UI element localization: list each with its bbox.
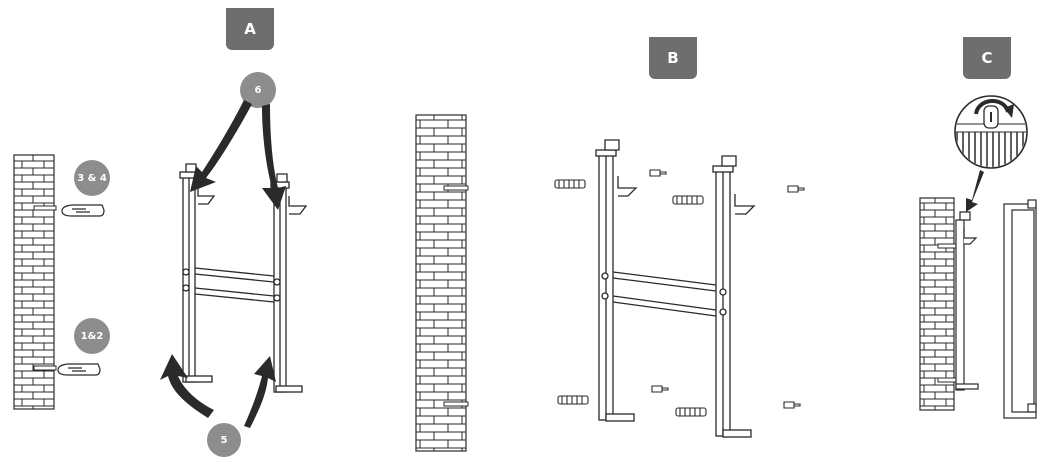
arrow-icon-step-5 [160,354,276,428]
panel-b-tab: B [649,37,697,79]
right-wall [919,197,957,411]
arrow-icon-step-6 [190,100,286,210]
panel-c-tab: C [963,37,1011,79]
left-wall [13,154,57,410]
bracket-c-side [955,211,979,391]
middle-wall [415,114,469,452]
detail-magnifier [954,95,1028,169]
step-badge-3-4: 3 & 4 [74,160,110,196]
step-badge-1-2: 1&2 [74,318,110,354]
pointing-hand-icon-upper [61,204,105,217]
wall-plug-icon [554,179,707,417]
pointing-hand-icon-lower [57,363,101,376]
panel-a-tab: A [226,8,274,50]
arrow-icon-detail [966,170,984,212]
screw-icon [649,169,805,409]
bracket-a [179,163,308,393]
bracket-b [595,139,756,438]
step-badge-5: 5 [207,423,241,457]
radiator-side-icon [1003,199,1037,419]
